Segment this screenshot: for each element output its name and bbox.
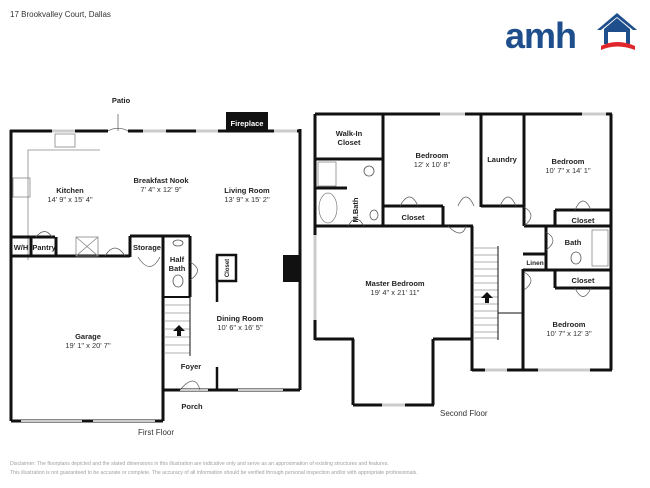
room-name: Bedroom xyxy=(553,320,586,329)
porch-label: Porch xyxy=(181,402,203,411)
first-floor-plan xyxy=(9,112,302,423)
closet-label: Closet xyxy=(402,213,425,222)
room-dimensions: 14' 9" x 15' 4" xyxy=(47,195,93,204)
closet-label: Closet xyxy=(225,259,231,277)
second-floor-label: Second Floor xyxy=(440,409,488,418)
room-dimensions: 10' 6" x 16' 5" xyxy=(217,323,263,332)
foyer-label: Foyer xyxy=(181,362,202,371)
closet-label: Closet xyxy=(572,276,595,285)
bath-label: Bath xyxy=(565,238,582,247)
storage-label: Storage xyxy=(133,243,161,252)
room-dimensions: 10' 7" x 14' 1" xyxy=(545,166,591,175)
room-name: Bedroom xyxy=(416,151,449,160)
walk-in-closet-label: Walk-In xyxy=(336,129,363,138)
property-address: 17 Brookvalley Court, Dallas xyxy=(10,10,111,19)
half-bath-label: Bath xyxy=(169,264,186,273)
room-dimensions: 12' x 10' 8" xyxy=(414,160,451,169)
second-floor-labels: Walk-In Closet M.Bath Closet Laundry Clo… xyxy=(336,129,595,338)
room-name: Breakfast Nook xyxy=(133,176,189,185)
room-dimensions: 13' 9" x 15' 2" xyxy=(224,195,270,204)
room-dimensions: 7' 4" x 12' 9" xyxy=(140,185,181,194)
disclaimer-line: This illustration is not guaranteed to b… xyxy=(10,469,418,476)
room-dimensions: 19' 1" x 20' 7" xyxy=(65,341,111,350)
disclaimer: Disclaimer: The floorplans depicted and … xyxy=(10,460,610,477)
room-name: Master Bedroom xyxy=(365,279,425,288)
room-dimensions: 10' 7" x 12' 3" xyxy=(546,329,592,338)
amh-logo: amh xyxy=(505,13,637,54)
walk-in-closet-label: Closet xyxy=(338,138,361,147)
pantry-label: Pantry xyxy=(32,243,56,252)
first-floor-labels: Patio Fireplace Kitchen 14' 9" x 15' 4" … xyxy=(14,96,270,411)
master-bath-label: M.Bath xyxy=(351,197,360,222)
room-name: Bedroom xyxy=(552,157,585,166)
room-name: Living Room xyxy=(224,186,270,195)
laundry-label: Laundry xyxy=(487,155,517,164)
disclaimer-line: Disclaimer: The floorplans depicted and … xyxy=(10,461,389,467)
second-floor-plan xyxy=(313,112,613,407)
patio-label: Patio xyxy=(112,96,131,105)
first-floor-label: First Floor xyxy=(138,428,174,437)
logo-text: amh xyxy=(505,15,576,54)
closet-label: Closet xyxy=(572,216,595,225)
room-name: Dining Room xyxy=(217,314,264,323)
linen-label: Linen xyxy=(526,260,543,267)
half-bath-label: Half xyxy=(170,255,185,264)
room-dimensions: 19' 4" x 21' 11" xyxy=(371,288,420,297)
fireplace-label: Fireplace xyxy=(231,119,264,128)
house-icon xyxy=(597,13,637,50)
wh-label: W/H xyxy=(14,243,29,252)
room-name: Kitchen xyxy=(56,186,84,195)
room-name: Garage xyxy=(75,332,101,341)
